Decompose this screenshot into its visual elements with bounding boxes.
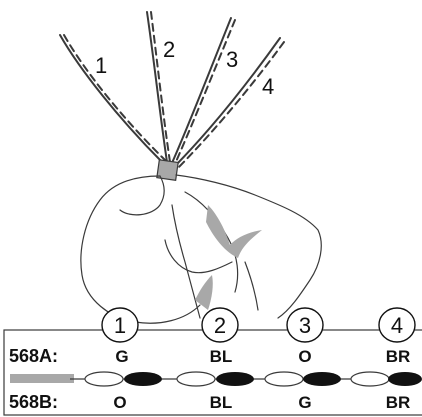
cable-jacket xyxy=(156,159,179,181)
wire-label-1: 1 xyxy=(95,53,107,78)
568b-code-2: BL xyxy=(210,393,233,412)
wire-label-2: 2 xyxy=(163,37,175,62)
568a-code-2: BL xyxy=(210,347,233,366)
pair-number-4: 4 xyxy=(378,307,416,343)
twisted-pair-3 xyxy=(171,17,236,165)
standard-568b-name: 568B: xyxy=(9,392,58,412)
pin-oval-white xyxy=(350,371,390,387)
twisted-pair-2 xyxy=(146,11,171,163)
568b-code-4: BR xyxy=(386,393,411,412)
568b-code-3: G xyxy=(298,393,311,412)
svg-text:3: 3 xyxy=(299,313,311,338)
pin-oval-white xyxy=(84,371,124,387)
jacket-bar xyxy=(10,374,74,383)
pin-oval-white xyxy=(264,371,304,387)
568a-code-1: G xyxy=(115,347,128,366)
svg-text:2: 2 xyxy=(214,313,226,338)
twisted-pair-1 xyxy=(59,34,167,164)
wire-label-4: 4 xyxy=(262,74,274,99)
wire-label-3: 3 xyxy=(226,47,238,72)
pair-number-3: 3 xyxy=(286,307,324,343)
hand-outline xyxy=(80,174,322,324)
pin-oval-solid xyxy=(216,372,254,386)
568b-code-1: O xyxy=(113,393,126,412)
hand-shading xyxy=(195,205,262,310)
pin-ovals xyxy=(84,371,422,387)
pair-number-1: 1 xyxy=(101,307,139,343)
table-frame xyxy=(3,329,422,416)
pin-oval-solid xyxy=(303,372,341,386)
color-code-table: 1 2 3 4 568A: 568B: G BL O BR xyxy=(3,307,422,416)
svg-text:4: 4 xyxy=(391,313,403,338)
svg-text:1: 1 xyxy=(114,313,126,338)
standard-568a-name: 568A: xyxy=(9,346,58,366)
pin-oval-solid xyxy=(124,372,162,386)
pin-oval-solid xyxy=(388,372,422,386)
pair-number-2: 2 xyxy=(201,307,239,343)
pin-oval-white xyxy=(176,371,216,387)
twisted-pair-4 xyxy=(175,37,285,168)
568a-code-3: O xyxy=(298,347,311,366)
568a-code-4: BR xyxy=(386,347,411,366)
twisted-pairs xyxy=(59,11,285,168)
